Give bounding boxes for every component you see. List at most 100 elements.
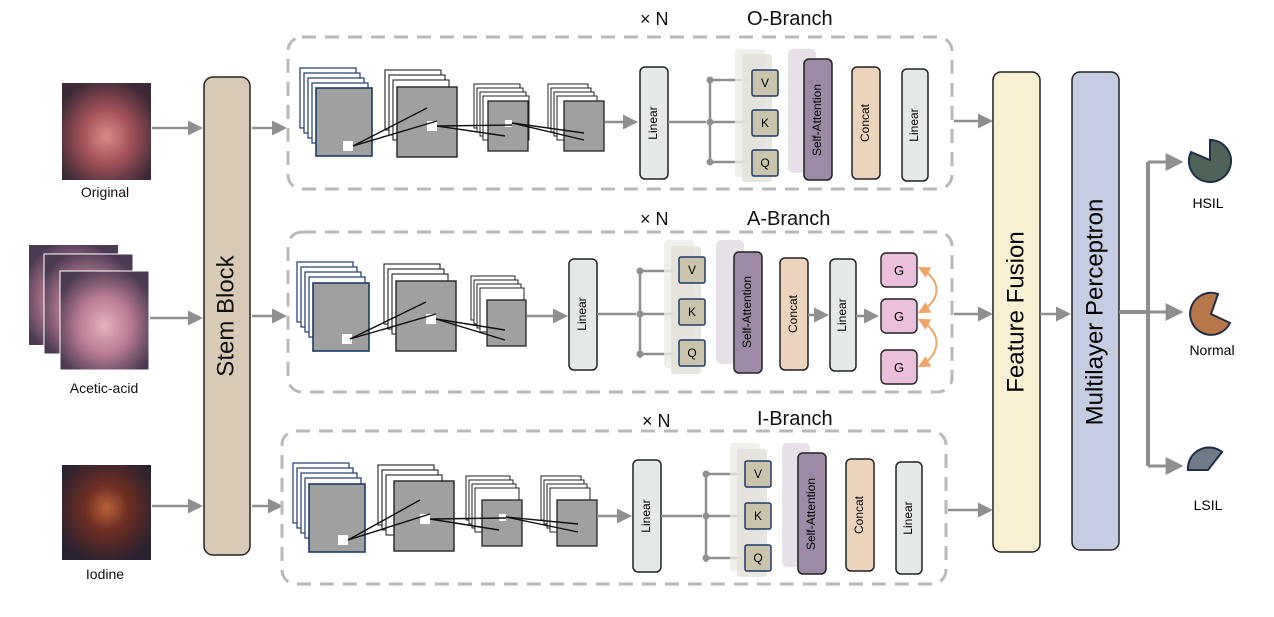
a-self-attention: Self-Attention [733, 251, 763, 374]
o-self-attention: Self-Attention [803, 58, 833, 181]
original-label: Original [81, 184, 129, 200]
o-branch-repeat: × N [640, 9, 669, 29]
svg-text:Linear: Linear [646, 106, 660, 139]
output-hsil: HSIL [1188, 138, 1232, 211]
svg-text:Q: Q [753, 551, 762, 565]
o-v-block: V [751, 69, 779, 97]
svg-text:Q: Q [760, 156, 769, 170]
o-projection-lines [352, 107, 585, 147]
a-featuremap-3 [470, 275, 527, 347]
a-branch-frame [286, 230, 954, 394]
svg-text:K: K [688, 305, 696, 319]
output-lsil: LSIL [1186, 446, 1224, 513]
acetic-acid-label: Acetic-acid [70, 380, 138, 396]
feature-fusion-block: Feature Fusion [992, 71, 1041, 553]
svg-text:V: V [688, 263, 696, 277]
i-projection-lines [347, 499, 579, 541]
i-linear-1: Linear [632, 459, 662, 573]
svg-text:V: V [761, 76, 769, 90]
svg-text:G: G [894, 309, 904, 324]
i-k-block: K [744, 502, 772, 530]
o-featuremap-4 [547, 83, 605, 152]
input-original: Original [62, 83, 151, 200]
svg-text:Q: Q [687, 346, 696, 360]
svg-text:V: V [754, 467, 762, 481]
a-branch-title: A-Branch [747, 208, 830, 230]
o-linear-2: Linear [901, 68, 929, 182]
normal-label: Normal [1189, 342, 1234, 358]
svg-text:Linear: Linear [901, 501, 915, 534]
svg-text:Linear: Linear [639, 499, 653, 532]
i-v-block: V [744, 460, 772, 488]
i-featuremap-3 [465, 475, 523, 547]
iodine-image [62, 465, 151, 560]
i-featuremap-2 [377, 464, 455, 552]
a-v-block: V [678, 256, 706, 284]
input-iodine: Iodine [62, 465, 151, 582]
o-q-block: Q [751, 149, 779, 177]
a-concat: Concat [779, 257, 809, 371]
a-featuremap-2 [383, 263, 457, 352]
acetic-image-front [59, 270, 150, 371]
svg-text:G: G [894, 263, 904, 278]
hsil-pie-icon [1188, 138, 1232, 183]
a-gate-arrows [917, 266, 938, 368]
svg-text:Self-Attention: Self-Attention [810, 84, 824, 156]
o-featuremap-2 [384, 69, 458, 158]
svg-text:Linear: Linear [575, 297, 589, 330]
a-branch: × N A-Branch [286, 208, 954, 394]
i-self-attention: Self-Attention [797, 452, 827, 575]
output-splitter [1119, 162, 1150, 466]
lsil-pie-icon [1186, 446, 1224, 471]
mlp-label: Multilayer Perceptron [1081, 199, 1108, 426]
svg-text:Linear: Linear [907, 108, 921, 141]
svg-text:K: K [761, 116, 769, 130]
o-branch-frame [286, 35, 954, 191]
svg-text:Concat: Concat [858, 103, 872, 142]
a-linear-2: Linear [829, 258, 857, 372]
i-linear-2: Linear [895, 461, 923, 575]
a-branch-repeat: × N [640, 209, 669, 229]
svg-text:Self-Attention: Self-Attention [804, 478, 818, 550]
svg-text:G: G [894, 360, 904, 375]
i-branch: × N I-Branch [280, 408, 948, 586]
i-q-block: Q [744, 544, 772, 572]
a-featuremap-1 [296, 261, 370, 352]
o-linear-1: Linear [639, 66, 669, 180]
normal-pie-icon [1189, 291, 1232, 336]
output-normal: Normal [1189, 291, 1235, 358]
o-branch: × N O-Branch [286, 8, 954, 191]
i-branch-frame [280, 429, 948, 586]
iodine-label: Iodine [86, 566, 124, 582]
stem-label: Stem Block [212, 254, 239, 376]
feature-fusion-label: Feature Fusion [1002, 231, 1029, 392]
a-gate-1: G [880, 252, 918, 288]
svg-text:Concat: Concat [786, 294, 800, 333]
i-concat: Concat [845, 458, 875, 572]
svg-text:Self-Attention: Self-Attention [740, 276, 754, 348]
o-branch-title: O-Branch [747, 8, 833, 30]
original-image [62, 83, 151, 180]
i-featuremap-1 [292, 462, 366, 553]
a-gate-2: G [880, 298, 918, 334]
hsil-label: HSIL [1192, 195, 1223, 211]
i-branch-repeat: × N [642, 411, 671, 431]
input-acetic-acid: Acetic-acid [29, 245, 150, 396]
o-featuremap-3 [473, 83, 530, 152]
svg-text:Concat: Concat [852, 495, 866, 534]
a-q-block: Q [678, 339, 706, 367]
a-gate-3: G [880, 349, 918, 385]
i-branch-title: I-Branch [757, 408, 833, 430]
lsil-label: LSIL [1194, 497, 1223, 513]
i-featuremap-4 [540, 475, 598, 547]
a-linear-1: Linear [568, 258, 598, 371]
a-projection-lines [349, 301, 506, 341]
a-k-block: K [678, 298, 706, 326]
o-k-block: K [751, 109, 779, 137]
svg-text:Linear: Linear [835, 298, 849, 331]
o-concat: Concat [851, 66, 881, 180]
o-featuremap-1 [299, 67, 373, 157]
stem-block: Stem Block [203, 76, 251, 556]
mlp-block: Multilayer Perceptron [1071, 71, 1120, 551]
